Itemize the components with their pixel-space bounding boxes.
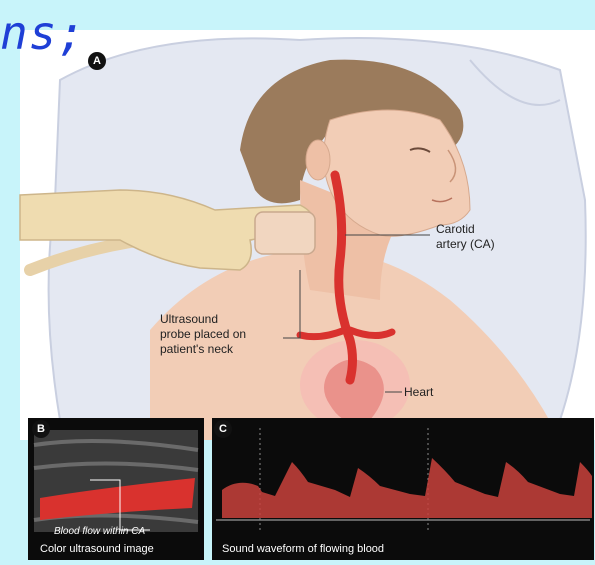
ultrasound-probe: [255, 212, 315, 254]
carotid-artery-label: Carotid artery (CA): [436, 222, 495, 252]
probe-label: Ultrasound probe placed on patient's nec…: [160, 312, 246, 357]
panel-a-badge: A: [88, 52, 106, 70]
panel-c-caption: Sound waveform of flowing blood: [222, 543, 384, 555]
panel-b-badge: B: [32, 420, 50, 438]
patient-ear: [306, 140, 330, 180]
panel-c-badge: C: [214, 420, 232, 438]
heart-label: Heart: [404, 385, 433, 400]
panel-b-inner-label: Blood flow within CA: [54, 526, 145, 537]
panel-b-caption: Color ultrasound image: [40, 543, 154, 555]
page-title-fragment: ns;: [0, 6, 86, 60]
